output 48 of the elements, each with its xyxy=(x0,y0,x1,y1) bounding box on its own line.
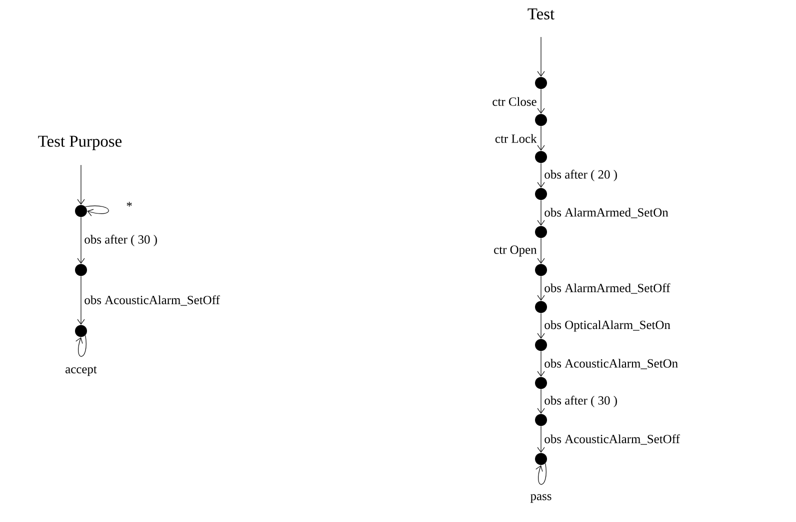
diagram-heading: Test Purpose xyxy=(38,136,122,150)
state-dot xyxy=(535,414,547,426)
self-loop-arrow xyxy=(76,335,86,357)
edge-label: obs after ( 20 ) xyxy=(544,170,617,182)
edge-label: pass xyxy=(530,494,552,503)
initial-arrow xyxy=(77,164,85,205)
transition-arrow xyxy=(77,276,85,325)
state-dot xyxy=(535,77,547,89)
transition-arrow xyxy=(537,88,545,114)
state-dot xyxy=(535,377,547,389)
state-dot xyxy=(535,301,547,313)
edge-label: obs OpticalAlarm_SetOn xyxy=(544,320,670,332)
transition-arrow xyxy=(537,238,545,264)
transition-arrow xyxy=(537,126,545,151)
edge-label: obs AlarmArmed_SetOff xyxy=(544,283,670,294)
transition-arrow xyxy=(537,162,545,188)
state-dot xyxy=(75,264,87,276)
transition-arrow xyxy=(537,426,545,453)
edge-label: obs AlarmArmed_SetOn xyxy=(544,208,668,218)
transition-arrow xyxy=(537,200,545,226)
state-dot xyxy=(75,325,87,337)
edge-label: ctr Lock xyxy=(495,134,537,143)
transition-arrow xyxy=(537,276,545,301)
state-dot xyxy=(535,453,547,465)
state-dot xyxy=(535,264,547,276)
edge-label: obs AcousticAlarm_SetOn xyxy=(544,358,678,370)
self-loop-arrow xyxy=(85,206,109,216)
edge-label: ctr Close xyxy=(492,97,536,106)
state-dot xyxy=(535,339,547,351)
state-dot xyxy=(535,188,547,200)
transition-arrow xyxy=(77,216,85,264)
edge-label: ctr Open xyxy=(494,246,537,256)
edge-label: obs after ( 30 ) xyxy=(544,396,617,408)
initial-arrow xyxy=(537,36,545,77)
edge-label: * xyxy=(126,202,132,206)
transition-arrow xyxy=(537,350,545,377)
state-dot xyxy=(75,205,87,217)
diagram-heading: Test xyxy=(528,8,554,20)
edge-label: accept xyxy=(66,366,97,376)
self-loop-arrow xyxy=(536,463,546,485)
transition-arrow xyxy=(537,388,545,414)
state-dot xyxy=(535,226,547,238)
transition-arrow xyxy=(537,312,545,339)
state-dot xyxy=(535,151,547,163)
state-dot xyxy=(535,114,547,126)
edge-label: obs AcousticAlarm_SetOff xyxy=(544,434,680,445)
edge-label: obs after ( 30 ) xyxy=(84,234,157,246)
edge-label: obs AcousticAlarm_SetOff xyxy=(84,295,220,306)
